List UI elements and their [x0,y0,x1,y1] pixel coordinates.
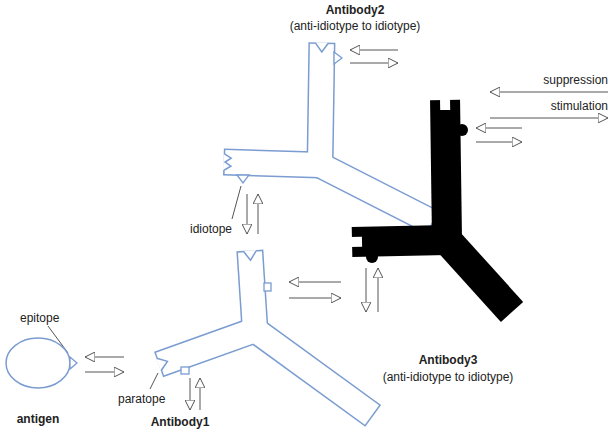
epitope-mark [70,357,77,369]
antibody2-shape [223,42,439,235]
idiotope-mark [334,52,342,64]
part-label: epitope [20,311,59,325]
leader-line [232,186,241,219]
antibody3-shape [350,98,523,322]
interaction-arrow [289,282,341,283]
legend-text: stimulation [551,99,608,113]
idiotope-dot [456,124,468,136]
antibody-label: Antibody2 [326,3,385,17]
antibody-node: Antibody2 (anti-idiotype to idiotype) [205,0,435,190]
part-label: paratope [118,392,165,406]
antigen-node: antigen [5,336,81,430]
interaction-arrow [258,194,259,234]
interaction-arrow [85,372,124,373]
part-label: idiotope [190,222,232,236]
antibody-label: Antibody1 [151,415,210,429]
antibody-subtitle: (anti-idiotype to idiotype) [290,19,421,33]
idiotope-dot [366,251,378,263]
legend-arrow [490,92,608,93]
constant-region-mark [264,283,271,291]
antibody-subtitle: (anti-idiotype to idiotype) [383,370,514,384]
interaction-arrow [289,298,341,299]
interaction-arrows [190,50,522,410]
antibody-node: Antibody3 (anti-idiotype to idiotype) [345,92,545,387]
antigen-label: antigen [17,412,60,426]
antigen-outline [6,338,70,388]
idiotope-mark [237,175,249,183]
interaction-arrow [85,357,124,358]
antibody1-shape [154,250,381,427]
leader-line [150,373,158,389]
interaction-arrow [247,194,248,234]
constant-region-mark [181,367,189,374]
legend-arrow [490,118,608,119]
antibody-label: Antibody3 [419,353,478,367]
legend-text: suppression [543,73,608,87]
